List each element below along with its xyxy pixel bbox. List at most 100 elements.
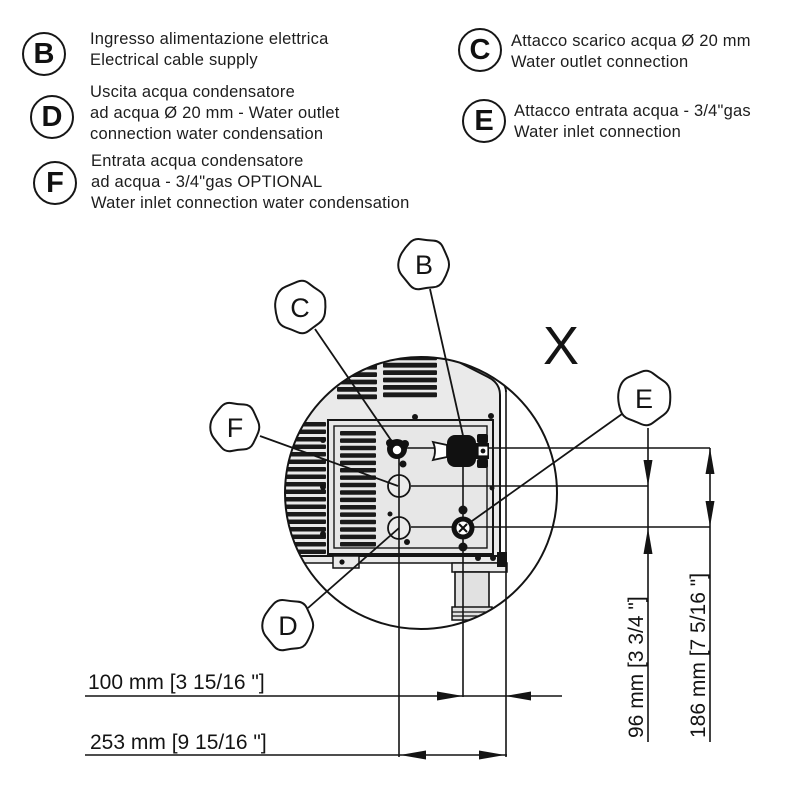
vent-slat bbox=[340, 475, 376, 480]
legend-text-f: Entrata acqua condensatore ad acqua - 3/… bbox=[91, 151, 410, 214]
legend-line: Electrical cable supply bbox=[90, 51, 258, 69]
vent-slat bbox=[383, 370, 437, 375]
vent-slat bbox=[285, 504, 326, 509]
callout-d-label: D bbox=[278, 611, 298, 641]
screw-dot bbox=[399, 460, 407, 468]
legend-circle-e: E bbox=[462, 99, 506, 143]
vent-slat bbox=[383, 385, 437, 390]
gland-bolt bbox=[477, 434, 488, 443]
leader-c bbox=[314, 328, 396, 447]
legend-letter-c: C bbox=[469, 33, 491, 66]
callout-b-circle bbox=[397, 238, 451, 291]
callout-leaders bbox=[259, 288, 623, 609]
legend-letter-d: D bbox=[41, 100, 63, 133]
fitting-c-drain bbox=[386, 439, 409, 459]
screw-dot bbox=[412, 414, 418, 420]
arrow-right-icon bbox=[437, 691, 463, 701]
vent-slat bbox=[285, 549, 326, 554]
gland-nut-center bbox=[480, 448, 486, 454]
legend-circle-d: D bbox=[30, 95, 74, 139]
legend-line: Water inlet connection water condensatio… bbox=[91, 194, 410, 212]
legend-letter-e: E bbox=[474, 104, 494, 137]
arrow-left-icon bbox=[505, 691, 531, 701]
fitting-lug bbox=[386, 439, 394, 447]
gland-flare bbox=[431, 440, 448, 462]
screw-dot bbox=[404, 539, 410, 545]
panel-right-edge bbox=[440, 357, 501, 556]
legend-circle-f: F bbox=[33, 161, 77, 205]
vent-slat bbox=[285, 489, 326, 494]
vent-slat bbox=[340, 490, 376, 495]
vent-slat bbox=[383, 362, 437, 368]
screw-dot bbox=[320, 531, 326, 537]
leader-d bbox=[307, 527, 400, 609]
callout-e-label: E bbox=[635, 384, 653, 414]
arrow-down-icon bbox=[705, 501, 715, 527]
dim-text-253mm: 253 mm [9 15/16 "] bbox=[90, 731, 267, 754]
callout-e-circle bbox=[617, 369, 672, 427]
arrow-left-icon bbox=[400, 750, 426, 760]
fitting-hole bbox=[392, 445, 402, 455]
gland-body bbox=[447, 435, 476, 467]
legend-line: Attacco entrata acqua - 3/4"gas bbox=[514, 102, 751, 120]
leader-e bbox=[464, 413, 623, 527]
screw-dot bbox=[488, 413, 494, 419]
screw-dot bbox=[339, 559, 345, 565]
vent-slat bbox=[340, 482, 376, 488]
legend-line: Entrata acqua condensatore bbox=[91, 152, 304, 170]
fitting-e-water-inlet bbox=[451, 505, 475, 552]
vent-slat bbox=[383, 377, 437, 383]
arrow-up-icon bbox=[643, 528, 653, 554]
vent-slat bbox=[340, 527, 376, 532]
machine-leg bbox=[454, 571, 490, 609]
screw-dot bbox=[387, 511, 393, 517]
legend-line: Water inlet connection bbox=[514, 123, 682, 141]
screw-dot bbox=[490, 555, 496, 561]
legend-circle-b: B bbox=[22, 32, 66, 76]
dim-text-100mm: 100 mm [3 15/16 "] bbox=[88, 671, 265, 694]
dim-text-96mm: 96 mm [3 3/4 "] bbox=[625, 596, 648, 738]
vent-slat bbox=[285, 429, 326, 434]
vent-slat bbox=[285, 474, 326, 479]
dim-text-186mm: 186 mm [7 5/16 "] bbox=[687, 573, 710, 738]
arrow-right-icon bbox=[479, 750, 505, 760]
callout-f-label: F bbox=[227, 413, 244, 443]
legend-line: Water outlet connection bbox=[511, 53, 689, 71]
screw-dot bbox=[458, 542, 468, 552]
detail-x-label: X bbox=[543, 316, 579, 376]
legend-line: Uscita acqua condensatore bbox=[90, 83, 295, 101]
vent-slat bbox=[383, 392, 437, 398]
legend-line: connection water condensation bbox=[90, 125, 324, 143]
vent-slat bbox=[383, 348, 437, 353]
callout-c-circle bbox=[274, 279, 327, 335]
screw-dot bbox=[475, 555, 481, 561]
gland-bolt bbox=[477, 459, 488, 468]
vent-slat bbox=[340, 542, 376, 547]
thread-mark bbox=[458, 523, 468, 533]
arrow-up-icon bbox=[705, 448, 715, 474]
vent-slat bbox=[285, 534, 326, 539]
vent-slat bbox=[340, 534, 376, 540]
fitting-lug bbox=[401, 440, 409, 448]
legend-text-b: Ingresso alimentazione elettrica Electri… bbox=[90, 29, 328, 71]
vent-slat bbox=[285, 512, 326, 517]
vent-slat bbox=[337, 379, 377, 385]
vent-slat bbox=[340, 512, 376, 517]
legend-text-c: Attacco scarico acqua Ø 20 mm Water outl… bbox=[511, 31, 751, 73]
vent-slat bbox=[285, 459, 326, 464]
vent-grille-top-right bbox=[383, 348, 437, 398]
vent-slat bbox=[340, 497, 376, 503]
vent-slat bbox=[340, 438, 376, 443]
vent-slat bbox=[285, 467, 326, 472]
vent-slat bbox=[340, 519, 376, 525]
detail-view-circle bbox=[284, 356, 558, 630]
legend-letter-b: B bbox=[33, 37, 55, 70]
vent-slat bbox=[340, 453, 376, 458]
vent-slat bbox=[285, 497, 326, 502]
legend-line: Attacco scarico acqua Ø 20 mm bbox=[511, 32, 751, 50]
vent-slat bbox=[285, 519, 326, 524]
vent-slat bbox=[337, 350, 377, 355]
callout-d-circle bbox=[261, 599, 315, 652]
